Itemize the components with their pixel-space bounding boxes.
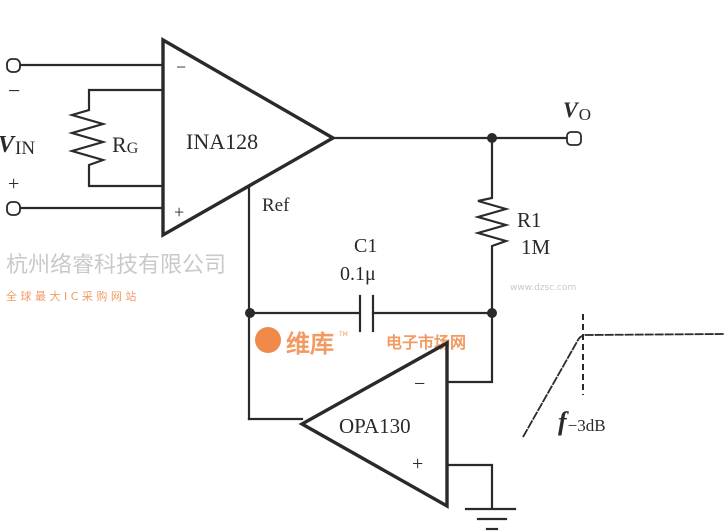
c1-name: C1 (354, 235, 377, 257)
watermark-slogan: 全 球 最 大 I C 采 购 网 站 (6, 289, 136, 303)
ref-label: Ref (262, 195, 290, 216)
r1-resistor: R1 1M (446, 136, 551, 384)
watermark-url: www.dzsc.com (510, 283, 576, 293)
ina128-label: INA128 (186, 129, 258, 154)
r1-value: 1M (521, 235, 551, 259)
rg-label-sub: G (127, 140, 139, 157)
ina128-triangle (161, 37, 337, 238)
response-curve (522, 333, 724, 438)
ina128-amplifier: − + INA128 Ref (161, 37, 337, 238)
vo-terminal[interactable] (566, 131, 582, 146)
c1-value: 0.1μ (340, 263, 376, 285)
rg-label: RG (112, 132, 139, 157)
vin-label-main: V (0, 132, 16, 158)
f3db-label-sub: −3dB (568, 416, 606, 435)
watermark-brand: 维库 (286, 330, 334, 358)
rg-resistor-symbol (68, 88, 165, 188)
vin-label-sub: IN (15, 138, 35, 159)
opa130-label: OPA130 (339, 414, 411, 438)
opa130-amplifier: − + OPA130 (298, 340, 494, 510)
watermark-company: 杭州络睿科技有限公司 (6, 253, 226, 278)
opa130-triangle (298, 340, 449, 509)
r1-name: R1 (517, 208, 542, 232)
rg-label-main: R (112, 132, 127, 157)
ground-wire (446, 463, 494, 510)
ina128-inverting-pin: − (176, 57, 186, 77)
watermark-logo-icon (255, 327, 281, 353)
f3db-label-main: f (558, 407, 569, 436)
input-minus-terminal[interactable] (6, 58, 21, 73)
watermark-brand-tail: 电子市场网 (386, 333, 466, 352)
input-plus-sign: + (8, 173, 19, 195)
opa130-noninverting-pin: + (412, 453, 423, 475)
input-section: − + VIN (0, 58, 165, 216)
input-plus-terminal[interactable] (6, 201, 21, 216)
feedback-network: C1 0.1μ (245, 186, 497, 421)
watermark: 杭州络睿科技有限公司 维库 TM 电子市场网 www.dzsc.com 全 球 … (6, 253, 576, 358)
vo-label-sub: O (579, 105, 591, 124)
output-section: VO (331, 97, 591, 146)
vin-label: VIN (0, 132, 35, 159)
vo-label: VO (563, 97, 591, 124)
f3db-label: f−3dB (558, 407, 606, 436)
opa130-inverting-pin: − (414, 373, 425, 395)
watermark-tm: TM (338, 331, 348, 338)
vo-label-main: V (563, 97, 580, 122)
rg-resistor: RG (68, 88, 165, 188)
frequency-response-sketch: f−3dB (522, 314, 724, 438)
r1-resistor-symbol (446, 136, 511, 384)
ground-icon (464, 507, 517, 531)
ina128-noninverting-pin: + (174, 202, 184, 222)
input-minus-sign: − (8, 78, 20, 103)
